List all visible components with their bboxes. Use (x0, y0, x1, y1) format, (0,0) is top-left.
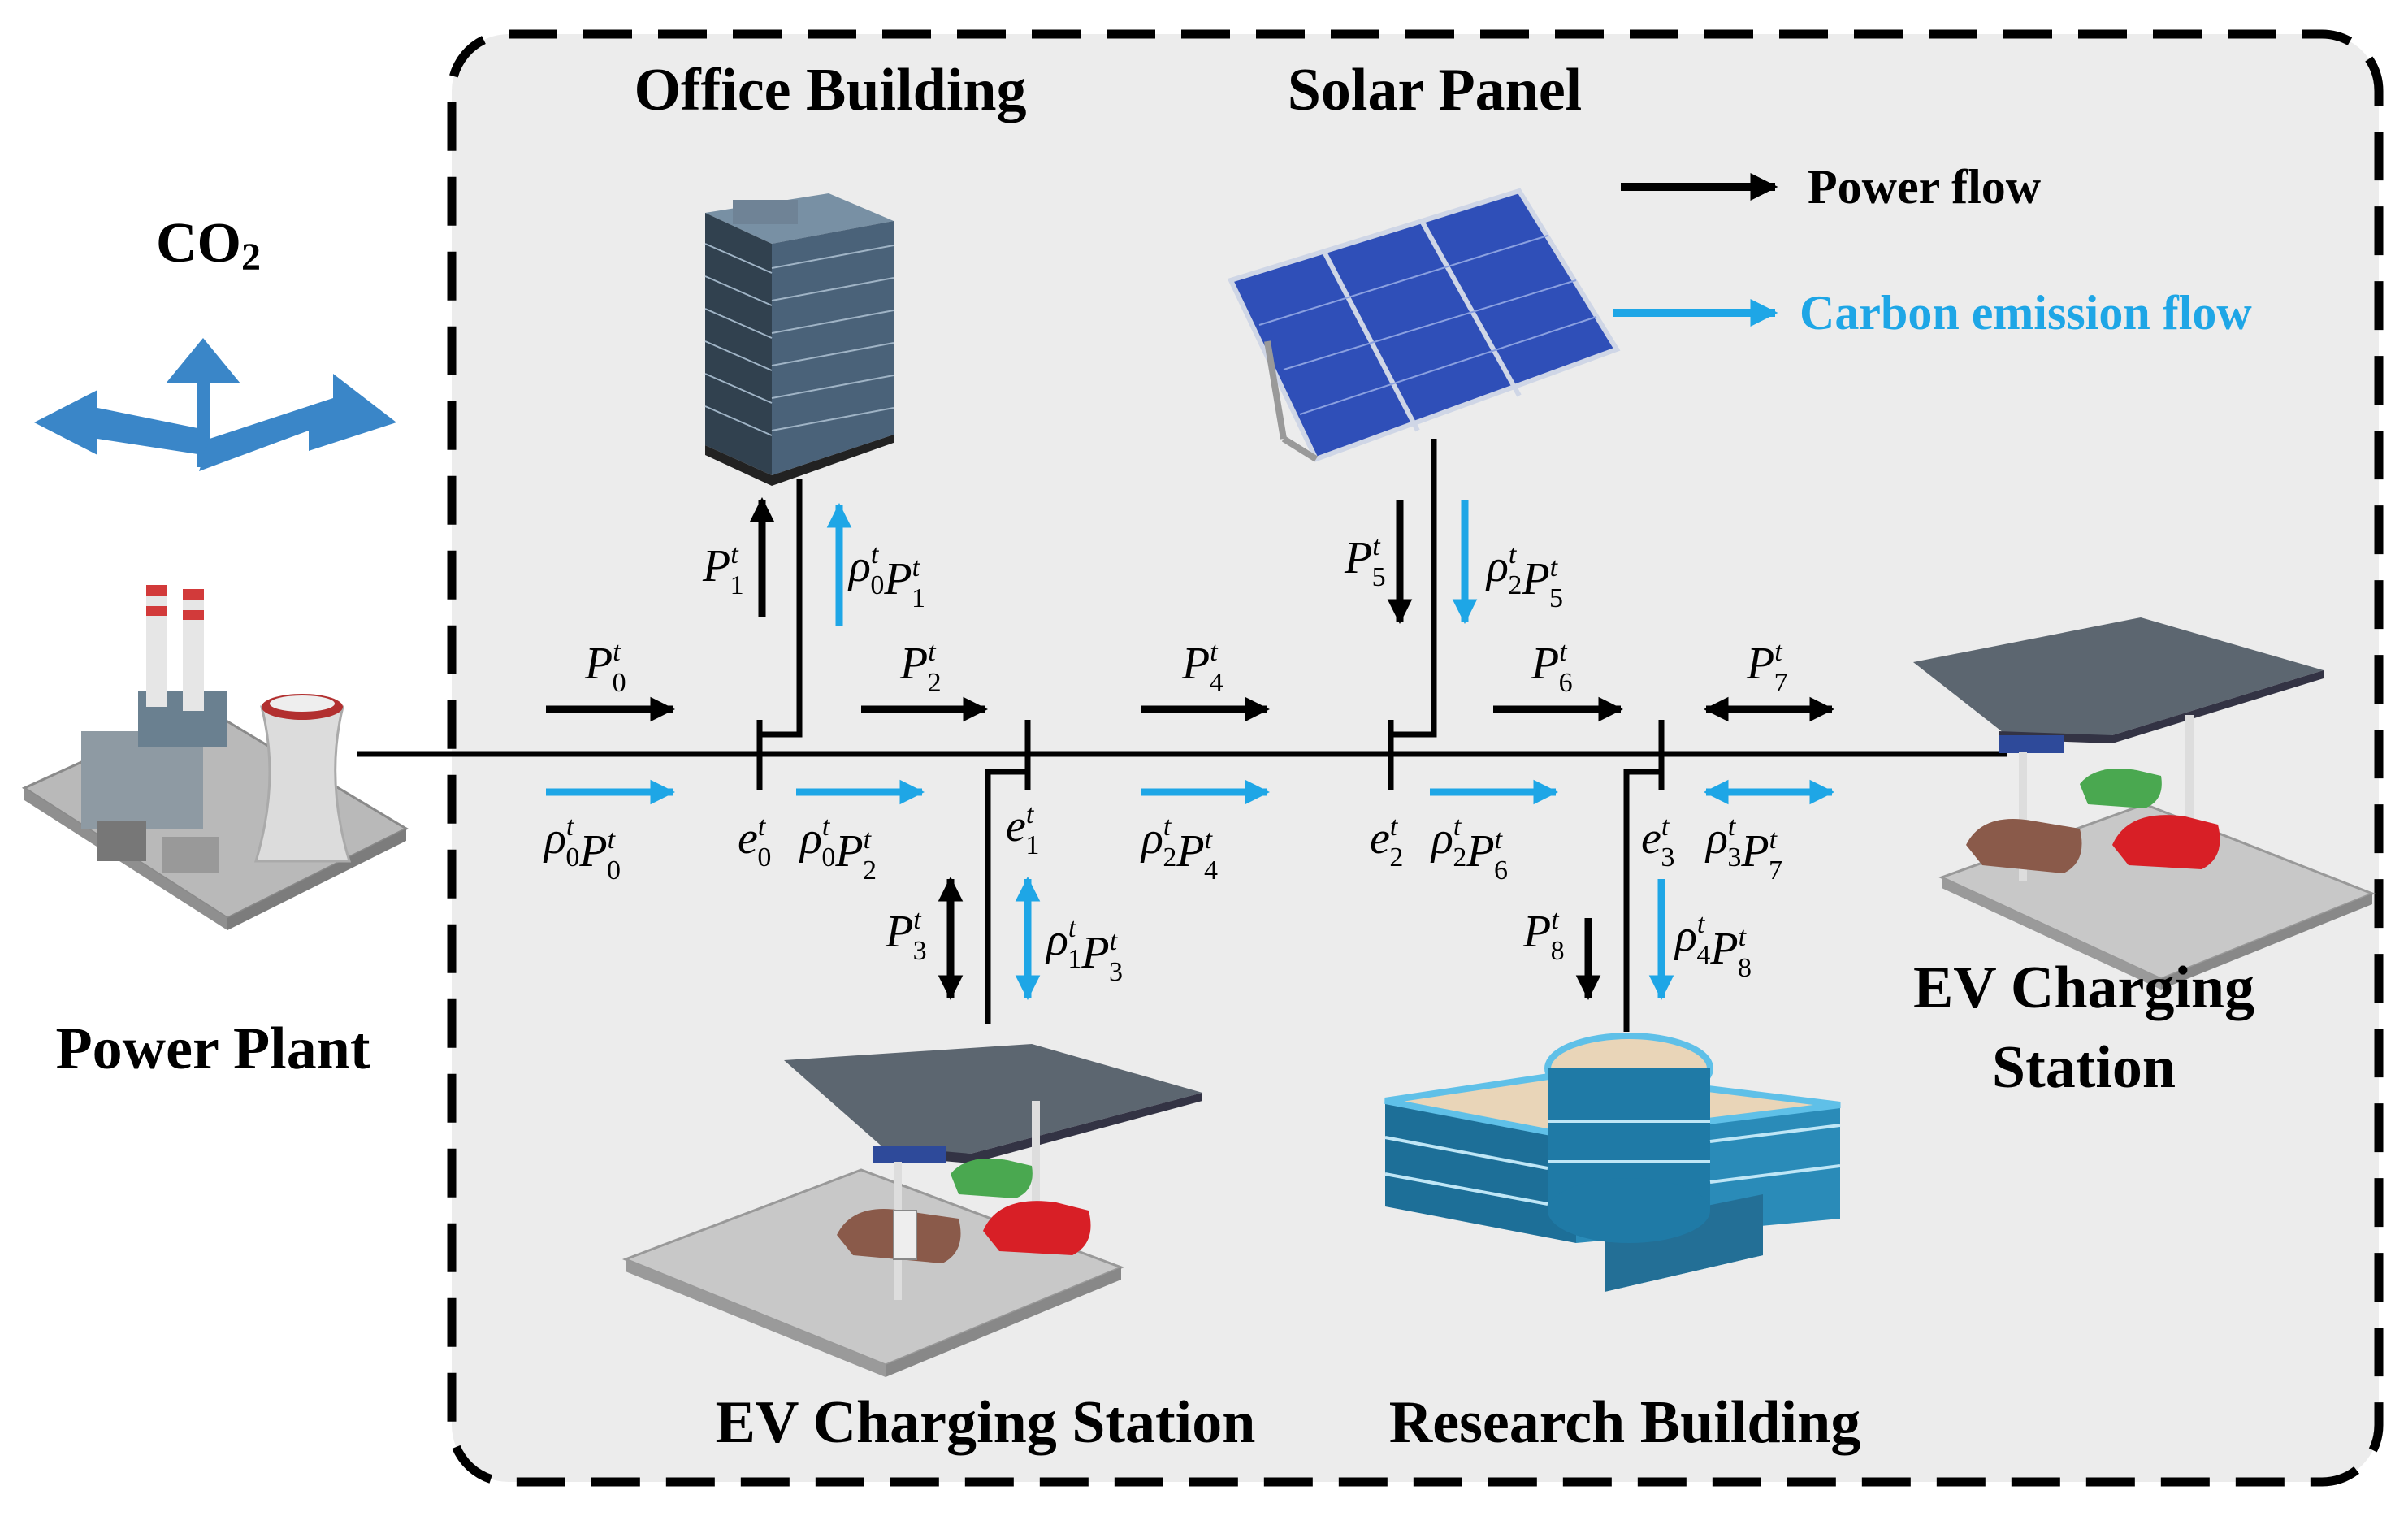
research-building-icon (1384, 1033, 1841, 1292)
label-ev-charging-right-line2: Station (1992, 1034, 2176, 1101)
flow-arrows (546, 496, 1835, 1001)
ev-charging-station-icon (1913, 617, 2376, 990)
legend: Power flow Carbon emission flow (1613, 160, 2252, 340)
legend-carbon-label: Carbon emission flow (1800, 286, 2252, 340)
co2-emission-icon (34, 338, 396, 471)
label-research-building: Research Building (1389, 1389, 1860, 1456)
feeders (760, 439, 1661, 1032)
label-ev-charging-right-line1: EV Charging (1913, 955, 2254, 1021)
legend-power-label: Power flow (1808, 160, 2042, 214)
office-building-windows (704, 243, 894, 436)
power-plant-icon (21, 585, 409, 930)
label-ev-charging-station-bottom: EV Charging Station (716, 1389, 1256, 1456)
label-co2: CO2 (156, 212, 261, 279)
label-office-building: Office Building (634, 57, 1026, 123)
node-bars (756, 720, 1665, 790)
co2-subscript: 2 (241, 236, 261, 279)
ev-charging-station-icon (621, 1044, 1202, 1377)
label-solar-panel: Solar Panel (1288, 57, 1582, 123)
label-power-plant: Power Plant (55, 1016, 370, 1082)
solar-panel-icon (1227, 188, 1621, 462)
office-building-icon (705, 193, 894, 486)
co2-text: CO (156, 212, 241, 275)
